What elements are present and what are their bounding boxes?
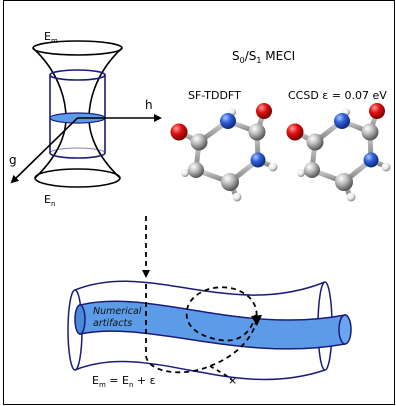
atom-carbon: [361, 123, 379, 141]
inner-tube-right-end: [338, 314, 352, 345]
atom-carbon: [188, 162, 204, 178]
upper-surface-label: Em: [44, 30, 58, 45]
meci-title: S0/S1 MECI: [232, 49, 295, 65]
cylinder-bottom: [49, 152, 106, 159]
atom-nitrogen: [250, 152, 266, 168]
atom-hydrogen: [346, 192, 356, 202]
atom-carbon: [221, 173, 239, 191]
numerical-artifacts-label: Numerical artifacts: [93, 306, 145, 329]
atom-oxygen: [369, 103, 385, 119]
g-axis-arrow: [10, 117, 79, 184]
upper-cone: [32, 47, 123, 119]
inner-tube-left-end: [74, 304, 86, 335]
atom-carbon: [335, 173, 353, 191]
seam-tube-diagram: × Numerical artifacts Em = En + ε: [67, 216, 352, 389]
atom-carbon: [304, 162, 320, 178]
atom-carbon: [306, 133, 324, 151]
upper-cone-rim: [32, 40, 123, 56]
molecule-ccsd: [286, 103, 391, 202]
atom-nitrogen: [220, 113, 236, 129]
atom-hydrogen: [232, 192, 242, 202]
atom-carbon: [248, 123, 266, 141]
cylinder-bottom-back: [49, 147, 106, 154]
panel-border: [3, 0, 395, 405]
cylinder-top: [49, 69, 106, 81]
atom-hydrogen: [268, 162, 278, 172]
exit-dashed-line: [209, 365, 233, 381]
outer-tube-top: [74, 280, 326, 296]
molecule-sf-tddft: [170, 103, 278, 202]
energy-gap-equation: Em = En + ε: [92, 374, 156, 389]
atom-hydrogen: [297, 169, 305, 177]
conical-intersection: Em En h g: [9, 30, 162, 208]
atom-oxygen: [256, 103, 272, 119]
atom-carbon: [190, 133, 208, 151]
outer-tube-bottom: [74, 360, 326, 381]
method-label-ccsd: CCSD ε = 0.07 eV: [288, 89, 387, 102]
crossing-mark: ×: [228, 374, 237, 387]
atom-oxygen: [286, 123, 304, 141]
atom-nitrogen: [334, 113, 350, 129]
dashed-loop: [145, 286, 258, 374]
atom-hydrogen: [181, 169, 189, 177]
h-axis-label: h: [145, 98, 153, 112]
g-axis-label: g: [9, 153, 17, 167]
method-label-sf-tddft: SF-TDDFT: [188, 89, 241, 102]
loop-arrowhead: [251, 315, 262, 326]
atom-oxygen: [170, 123, 188, 141]
lower-surface-label: En: [44, 193, 55, 208]
atom-hydrogen: [381, 162, 391, 172]
lower-cone-rim: [34, 168, 121, 188]
atom-nitrogen: [363, 152, 379, 168]
